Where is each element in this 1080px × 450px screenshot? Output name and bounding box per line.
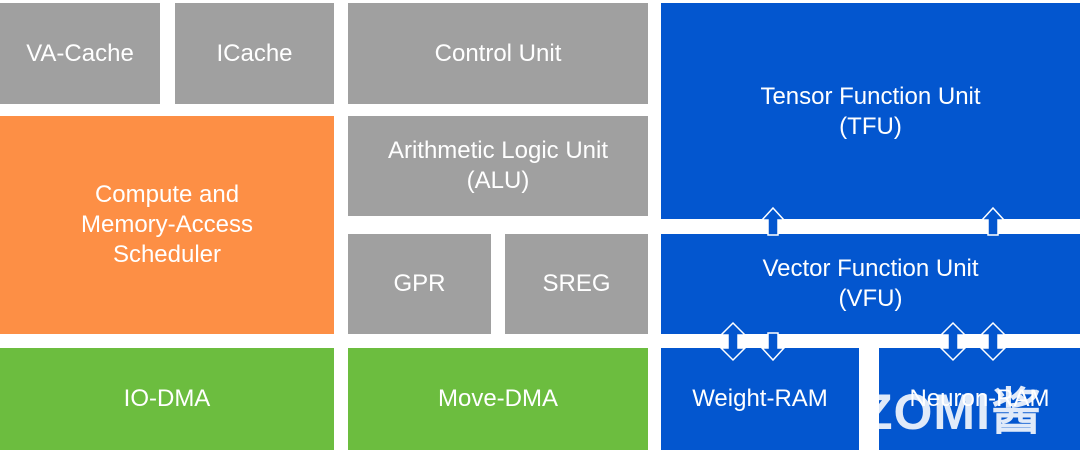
scheduler-label-line2: Memory-Access <box>80 211 254 238</box>
double-arrow-icon <box>939 321 967 362</box>
weight-ram-block: Weight-RAM <box>661 348 859 450</box>
sreg-block: SREG <box>505 234 648 334</box>
control-unit-label: Control Unit <box>434 39 562 67</box>
scheduler-block: Compute and Memory-Access Scheduler <box>0 116 334 334</box>
io-dma-label: IO-DMA <box>123 385 211 412</box>
scheduler-label-line1: Compute and <box>94 181 240 208</box>
vfu-block: Vector Function Unit (VFU) <box>661 234 1080 334</box>
io-dma-block: IO-DMA <box>0 348 334 450</box>
vfu-label-line2: (VFU) <box>838 285 903 312</box>
up-arrow-icon <box>980 206 1006 236</box>
control-unit-block: Control Unit <box>348 3 648 104</box>
gpr-block: GPR <box>348 234 491 334</box>
alu-block: Arithmetic Logic Unit (ALU) <box>348 116 648 216</box>
alu-label-line2: (ALU) <box>466 167 530 194</box>
double-arrow-icon <box>719 321 747 362</box>
icache-label: ICache <box>216 39 293 67</box>
gpr-label: GPR <box>393 270 446 297</box>
va-cache-label: VA-Cache <box>26 39 134 67</box>
zomi-watermark: ZOMI酱 <box>862 384 1042 440</box>
down-arrow-icon <box>760 332 786 362</box>
vfu-label-line1: Vector Function Unit <box>762 255 979 282</box>
double-arrow-icon <box>979 321 1007 362</box>
neuron-ram-label: Neuron-RAM <box>909 385 1050 412</box>
weight-ram-label: Weight-RAM <box>692 385 828 412</box>
scheduler-label-line3: Scheduler <box>112 241 222 268</box>
tfu-label-line1: Tensor Function Unit <box>760 83 981 110</box>
icache-block: ICache <box>175 3 334 104</box>
alu-label-line1: Arithmetic Logic Unit <box>387 137 609 164</box>
move-dma-label: Move-DMA <box>437 385 558 412</box>
va-cache-block: VA-Cache <box>0 3 160 104</box>
neuron-ram-block: Neuron-RAM <box>879 348 1080 450</box>
move-dma-block: Move-DMA <box>348 348 648 450</box>
tfu-block: Tensor Function Unit (TFU) <box>661 3 1080 219</box>
sreg-label: SREG <box>542 270 611 297</box>
up-arrow-icon <box>760 206 786 236</box>
tfu-label-line2: (TFU) <box>839 113 902 140</box>
